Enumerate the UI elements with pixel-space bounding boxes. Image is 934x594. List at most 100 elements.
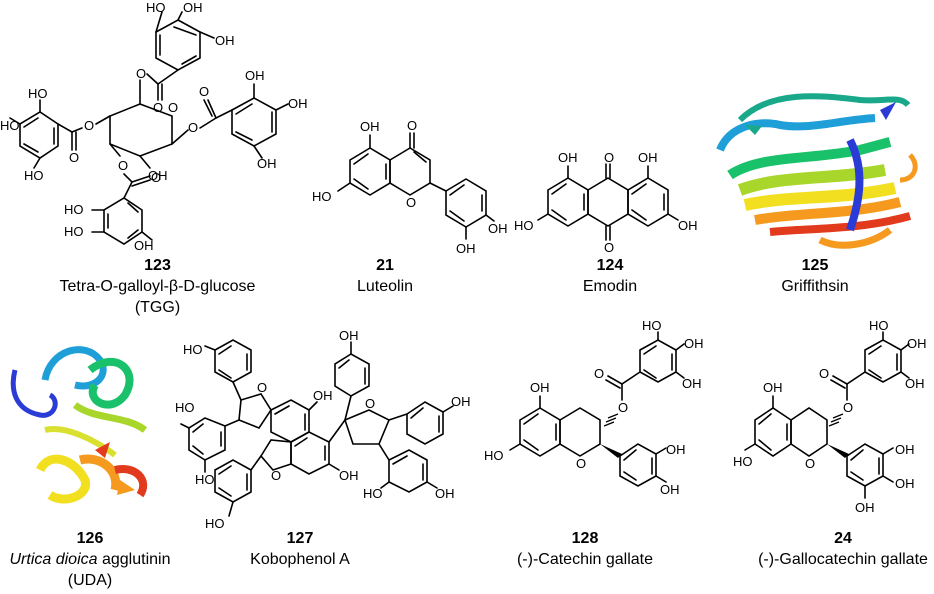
oh-label: OH — [682, 376, 702, 391]
o-label: O — [151, 170, 161, 185]
ho-label: HO — [642, 318, 662, 333]
caption-125: 125 Griffithsin — [755, 255, 875, 297]
oh-label: OH — [763, 380, 783, 395]
ring-o-label: O — [576, 456, 586, 471]
compound-name: Kobophenol A — [250, 551, 350, 568]
caption-123: 123 Tetra-O-galloyl-β-D-glucose (TGG) — [40, 255, 275, 318]
caption-126: 126 Urtica dioica agglutinin (UDA) — [0, 528, 180, 591]
o-label: O — [118, 158, 128, 173]
structure-gallocatechin-gallate: HO OH OH O O O OH HO OH OH OH — [733, 318, 930, 530]
structure-luteolin: O O OH HO OH OH — [310, 115, 508, 260]
o-label: O — [199, 84, 209, 99]
compound-name: (-)-Gallocatechin gallate — [758, 551, 928, 568]
o-label: O — [819, 366, 829, 381]
oh-label: OH — [895, 442, 915, 457]
compound-name: Griffithsin — [781, 278, 849, 295]
name-rest: agglutinin — [97, 551, 171, 568]
oh-label: OH — [215, 33, 235, 48]
compound-name: Luteolin — [356, 278, 414, 295]
oh-label: OH — [134, 238, 154, 253]
o-label: O — [843, 400, 853, 415]
o-label: O — [69, 150, 79, 165]
structure-emodin: O O OH OH HO OH — [514, 150, 698, 260]
o-label: O — [188, 120, 198, 135]
o-label: O — [604, 150, 614, 165]
o-label: O — [618, 400, 628, 415]
structure-tgg: HO OH OH O O O O O OH OH OH OH O O HO HO… — [0, 0, 308, 255]
species-name: Urtica dioica — [9, 551, 98, 568]
compound-abbrev: (UDA) — [67, 572, 113, 589]
ring-o-label: O — [271, 468, 281, 483]
oh-label: OH — [288, 96, 308, 111]
oh-label: OH — [530, 380, 550, 395]
compound-name: Emodin — [582, 278, 638, 295]
ho-label: HO — [205, 516, 225, 531]
oh-label: OH — [684, 336, 704, 351]
oh-label: OH — [360, 119, 380, 134]
oh-label: OH — [148, 168, 168, 183]
ho-label: HO — [175, 400, 195, 415]
o-label: O — [153, 100, 163, 115]
ring-o-label: O — [365, 396, 375, 411]
oh-label: OH — [435, 486, 455, 501]
compound-number: 125 — [801, 257, 829, 274]
oh-label: OH — [907, 336, 927, 351]
ho-label: HO — [514, 218, 534, 233]
ring-o-label: O — [257, 380, 267, 395]
structure-kobophenol-a: HO O OH HO HO OH O HO O OH OH OH — [175, 328, 475, 531]
oh-label: OH — [245, 68, 265, 83]
oh-label: OH — [678, 218, 698, 233]
oh-label: OH — [855, 500, 875, 515]
oh-label: OH — [660, 482, 680, 497]
oh-label: OH — [638, 150, 658, 165]
ho-label: HO — [64, 202, 84, 217]
oh-label: OH — [456, 241, 476, 256]
compound-number: 124 — [596, 257, 624, 274]
ho-label: HO — [363, 486, 383, 501]
caption-127: 127 Kobophenol A — [245, 528, 355, 570]
oh-label: OH — [895, 476, 915, 491]
o-label: O — [136, 66, 146, 81]
ho-label: HO — [195, 472, 215, 487]
ho-label: HO — [733, 454, 753, 469]
ho-label: HO — [484, 448, 504, 463]
ho-label: HO — [869, 318, 889, 333]
compound-number: 24 — [834, 530, 852, 547]
oh-label: OH — [313, 388, 333, 403]
ho-label: HO — [0, 118, 20, 133]
ho-label: HO — [24, 168, 44, 183]
ho-label: HO — [146, 0, 166, 15]
ho-label: HO — [64, 224, 84, 239]
oh-label: OH — [666, 442, 686, 457]
structure-catechin-gallate: HO OH OH O O O OH HO OH OH — [484, 318, 705, 530]
oh-label: OH — [257, 156, 277, 171]
ring-o-label: O — [805, 456, 815, 471]
compound-number: 128 — [571, 530, 599, 547]
caption-124: 124 Emodin — [555, 255, 665, 297]
oh-label: OH — [451, 394, 471, 409]
ho-label: HO — [183, 342, 203, 357]
compound-number: 21 — [376, 257, 394, 274]
o-label: O — [84, 118, 94, 133]
oh-label: OH — [339, 468, 359, 483]
caption-21: 21 Luteolin — [335, 255, 435, 297]
oh-label: OH — [339, 328, 359, 343]
oh-label: OH — [905, 376, 925, 391]
ho-label: HO — [312, 189, 332, 204]
oh-label: OH — [488, 221, 508, 236]
compound-name: (-)-Catechin gallate — [516, 551, 654, 568]
compound-abbrev: (TGG) — [134, 299, 181, 316]
oh-label: OH — [558, 150, 578, 165]
o-label: O — [407, 118, 417, 133]
compound-number: 123 — [144, 257, 171, 274]
oh-label: OH — [183, 0, 203, 15]
griffithsin-ribbon — [700, 80, 930, 255]
uda-ribbon — [5, 330, 170, 525]
compound-number: 127 — [286, 530, 314, 547]
compound-name: Urtica dioica agglutinin — [0, 549, 180, 570]
o-label: O — [594, 366, 604, 381]
ring-o-label: O — [168, 100, 178, 115]
caption-128: 128 (-)-Catechin gallate — [500, 528, 670, 570]
ring-o-label: O — [406, 195, 416, 210]
caption-24: 24 (-)-Gallocatechin gallate — [748, 528, 934, 570]
